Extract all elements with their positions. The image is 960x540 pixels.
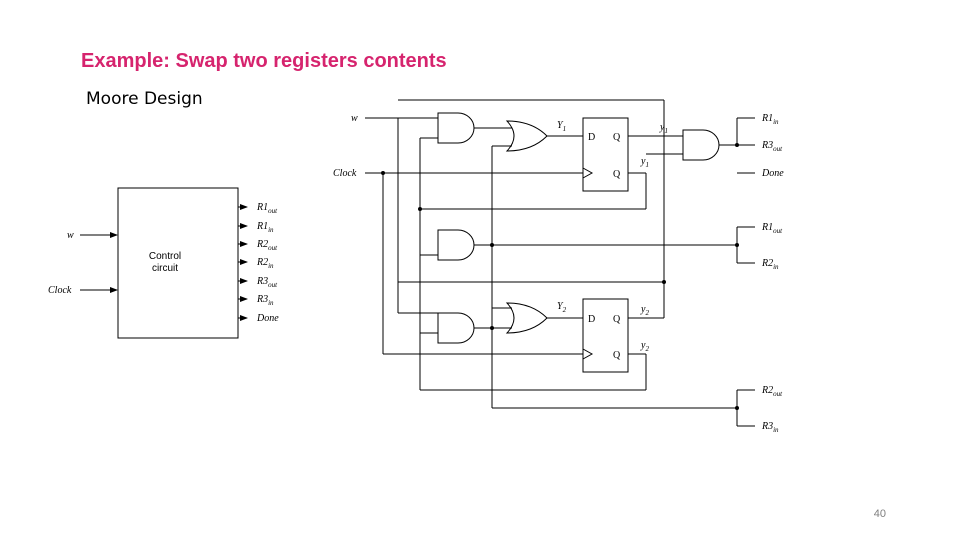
ff1-y-label: y1 [659,122,668,135]
and-gate [437,312,475,344]
circuit-input-w: w [351,113,358,124]
junction-dot [490,243,494,247]
circuit-schematic [365,99,755,427]
and-gate [437,229,475,261]
block-output-label: R2out [256,239,278,252]
junction-dot [381,171,385,175]
junction-dot [735,143,739,147]
control-circuit-box [117,187,239,339]
block-input-w: w [67,230,74,241]
control-block-diagram [80,187,248,339]
block-output-label: R3in [256,294,274,307]
junction-dot [735,406,739,410]
ff2-q-label: Q [613,314,621,325]
ff2-qbar-label: Q [613,350,621,361]
block-output-label: R1in [256,221,274,234]
ff1-Y-label: Y1 [557,120,566,133]
ff2-d-label: D [588,314,595,325]
block-label-line1: Control [149,251,181,262]
or-gate [505,302,548,334]
or-gate [505,120,548,152]
flip-flop-1 [582,117,629,192]
block-label-line2: circuit [152,263,178,274]
slide-subtitle: Moore Design [86,89,203,109]
block-output-label: R1out [256,202,278,215]
junction-dot [735,243,739,247]
circuit-output-label: R1out [761,222,783,235]
ff2-Y-label: Y2 [557,301,567,314]
clock-triangle [582,348,594,360]
ff2-ybar-label: y2 [640,340,649,353]
junction-dots [381,143,739,410]
circuit-input-clock: Clock [333,168,357,179]
circuit-output-label: R3in [761,421,779,434]
circuit-output-label: R2out [761,385,783,398]
junction-dot [418,207,422,211]
block-input-clock: Clock [48,285,72,296]
circuit-output-label: Done [761,168,784,179]
ff1-q-label: Q [613,132,621,143]
circuit-output-label: R3out [761,140,783,153]
ff1-d-label: D [588,132,595,143]
flip-flop-2 [582,298,629,373]
slide-title: Example: Swap two registers contents [81,50,447,72]
junction-dot [662,280,666,284]
and-gate [682,129,720,161]
circuit-output-label: R2in [761,258,779,271]
and-gate [437,112,475,144]
ff1-qbar-label: Q [613,169,621,180]
ff2-y-label: y2 [640,304,649,317]
junction-dot [490,326,494,330]
block-output-label: R2in [256,257,274,270]
clock-triangle [582,167,594,179]
block-output-label: Done [256,313,279,324]
ff1-ybar-label: y1 [640,156,649,169]
page-number: 40 [873,508,886,520]
block-output-label: R3out [256,276,278,289]
circuit-output-label: R1in [761,113,779,126]
